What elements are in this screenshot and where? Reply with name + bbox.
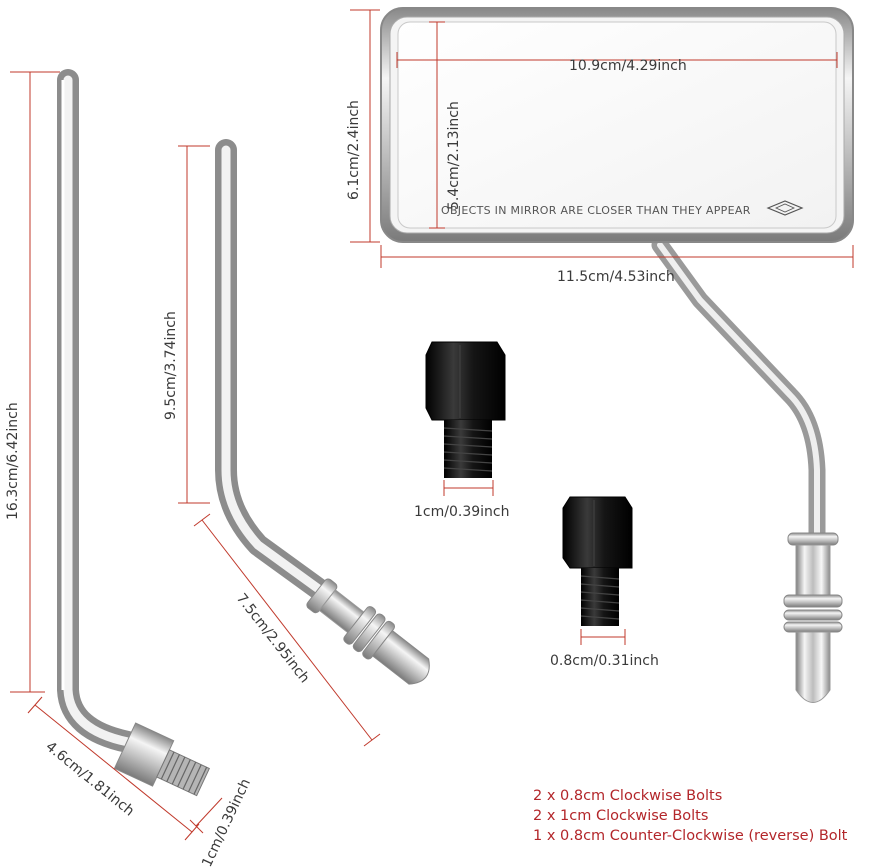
bolt-large-dimension-line <box>443 480 494 496</box>
long-stem-height-label: 16.3cm/6.42inch <box>5 402 21 520</box>
bolt-small <box>562 496 633 626</box>
bolts-note-line: 1 x 0.8cm Counter-Clockwise (reverse) Bo… <box>533 828 848 844</box>
mirror-warning-text: OBJECTS IN MIRROR ARE CLOSER THAN THEY A… <box>441 204 751 217</box>
short-stem-lower-label: 7.5cm/2.95inch <box>233 591 313 687</box>
long-stem-thread-label: 1cm/0.39inch <box>199 776 254 868</box>
long-stem-dimension-lines <box>10 71 223 841</box>
short-stem <box>215 139 430 685</box>
short-stem-height-label: 9.5cm/3.74inch <box>163 311 179 420</box>
bolt-large <box>425 341 506 478</box>
bolt-small-label: 0.8cm/0.31inch <box>550 653 659 669</box>
diamond-logo-icon <box>766 200 804 216</box>
mirror-glass-width-label: 10.9cm/4.29inch <box>569 58 687 74</box>
bolt-small-dimension-line <box>580 629 626 645</box>
mirror-housing-width-label: 11.5cm/4.53inch <box>557 269 675 285</box>
mirror-housing-height-label: 6.1cm/2.4inch <box>346 100 362 200</box>
mirror-glass-height-label: 5.4cm/2.13inch <box>446 101 462 210</box>
bolts-note-line: 2 x 1cm Clockwise Bolts <box>533 808 709 824</box>
bolts-note-line: 2 x 0.8cm Clockwise Bolts <box>533 788 723 804</box>
mirror: OBJECTS IN MIRROR ARE CLOSER THAN THEY A… <box>380 7 854 703</box>
short-stem-dimension-lines <box>178 145 381 747</box>
bolts-note: 2 x 0.8cm Clockwise Bolts 2 x 1cm Clockw… <box>533 786 873 846</box>
mirror-dimension-lines <box>350 9 854 268</box>
bolt-large-label: 1cm/0.39inch <box>414 504 509 520</box>
long-stem <box>57 69 211 797</box>
